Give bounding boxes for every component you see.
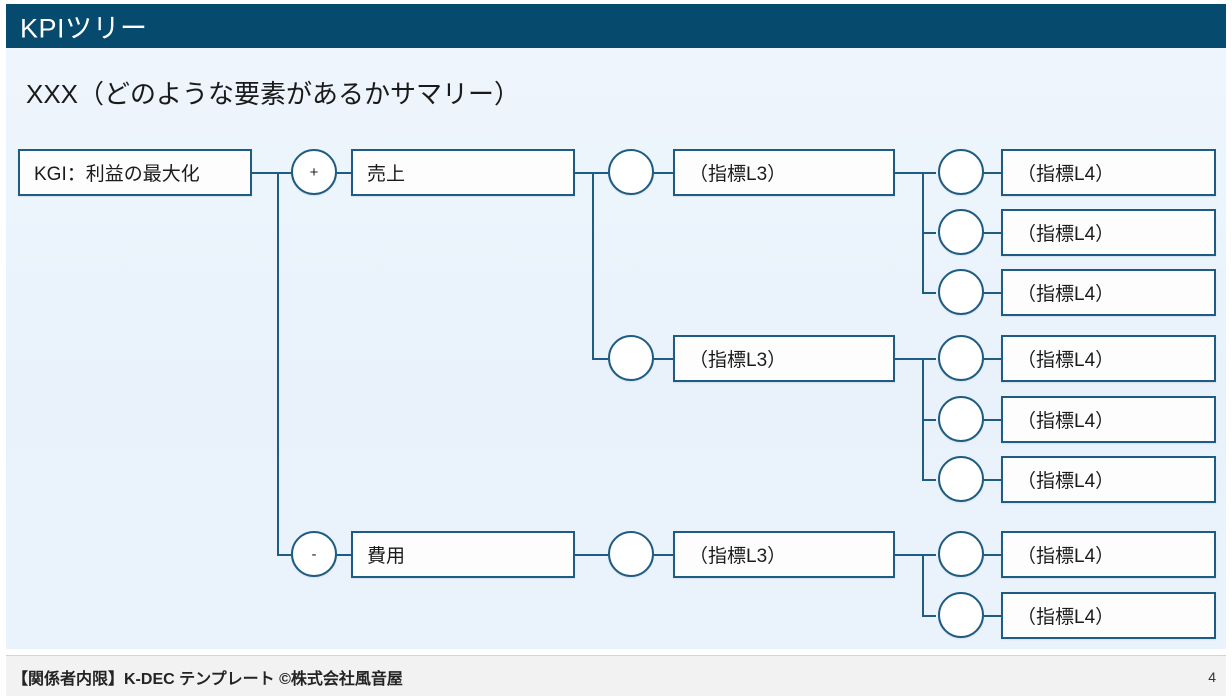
connector-l3-1-right bbox=[894, 172, 924, 174]
node-level4-5-label: （指標L4） bbox=[1017, 411, 1115, 432]
connector-kgi-right bbox=[251, 172, 279, 174]
connector-l4-8-in bbox=[984, 615, 1002, 617]
connector-trunk-to-plus bbox=[277, 172, 291, 174]
connector-l4-6-in bbox=[984, 479, 1002, 481]
node-level3-3-label: （指標L3） bbox=[689, 546, 787, 567]
slide-edge-right bbox=[1226, 0, 1232, 696]
junction-circle-l4-4[interactable] bbox=[938, 335, 984, 381]
node-level4-5[interactable]: （指標L4） bbox=[1001, 396, 1216, 443]
node-level2-hiyou-label: 費用 bbox=[367, 546, 406, 567]
slide-footer: 【関係者内限】K-DEC テンプレート ©株式会社風音屋 4 bbox=[0, 655, 1232, 696]
junction-circle-l4-6[interactable] bbox=[938, 456, 984, 502]
node-level2-uriage[interactable]: 売上 bbox=[351, 149, 575, 196]
connector-l3-1-branch-2 bbox=[922, 232, 936, 234]
connector-l3-2-branch-2 bbox=[922, 419, 936, 421]
slide-title-bar: KPIツリー bbox=[6, 4, 1226, 48]
connector-hiyou-right bbox=[574, 554, 608, 556]
connector-l3-3-branch-1 bbox=[922, 554, 936, 556]
node-level3-1[interactable]: （指標L3） bbox=[673, 149, 895, 196]
connector-l3-1-branch-3 bbox=[922, 292, 936, 294]
connector-circle-to-l3-3 bbox=[654, 554, 674, 556]
connector-l3-1-branch-1 bbox=[922, 172, 936, 174]
node-level4-8[interactable]: （指標L4） bbox=[1001, 592, 1216, 639]
node-level3-3[interactable]: （指標L3） bbox=[673, 531, 895, 578]
node-level4-4[interactable]: （指標L4） bbox=[1001, 335, 1216, 382]
node-level3-2[interactable]: （指標L3） bbox=[673, 335, 895, 382]
connector-trunk-to-minus bbox=[277, 554, 291, 556]
operator-minus-circle[interactable]: - bbox=[291, 531, 337, 577]
connector-l4-7-in bbox=[984, 554, 1002, 556]
node-level3-2-label: （指標L3） bbox=[689, 350, 787, 371]
connector-l4-4-in bbox=[984, 358, 1002, 360]
junction-circle-l3-2[interactable] bbox=[608, 335, 654, 381]
node-level4-2-label: （指標L4） bbox=[1017, 224, 1115, 245]
node-level4-1-label: （指標L4） bbox=[1017, 164, 1115, 185]
connector-plus-to-uriage bbox=[337, 172, 351, 174]
slide-subtitle: XXX（どのような要素があるかサマリー） bbox=[26, 79, 521, 109]
node-kgi-label: KGI：利益の最大化 bbox=[34, 164, 200, 185]
node-level4-6[interactable]: （指標L4） bbox=[1001, 456, 1216, 503]
connector-uriage-trunk bbox=[592, 172, 594, 360]
node-level4-4-label: （指標L4） bbox=[1017, 350, 1115, 371]
connector-l3-3-branch-2 bbox=[922, 615, 936, 617]
connector-circle-to-l3-1 bbox=[654, 172, 674, 174]
page-title: KPIツリー bbox=[20, 13, 148, 44]
connector-uriage-branch-2 bbox=[592, 358, 608, 360]
connector-l4-1-in bbox=[984, 172, 1002, 174]
connector-l4-5-in bbox=[984, 419, 1002, 421]
node-kgi[interactable]: KGI：利益の最大化 bbox=[18, 149, 252, 196]
operator-plus-circle[interactable]: + bbox=[291, 149, 337, 195]
node-level4-3-label: （指標L4） bbox=[1017, 284, 1115, 305]
connector-root-trunk bbox=[277, 172, 279, 555]
connector-l3-2-branch-1 bbox=[922, 358, 936, 360]
junction-circle-l4-7[interactable] bbox=[938, 531, 984, 577]
junction-circle-l3-1[interactable] bbox=[608, 149, 654, 195]
junction-circle-l4-5[interactable] bbox=[938, 396, 984, 442]
connector-l4-2-in bbox=[984, 232, 1002, 234]
connector-l3-3-trunk bbox=[922, 554, 924, 616]
page-number: 4 bbox=[1208, 668, 1216, 685]
junction-circle-l3-3[interactable] bbox=[608, 531, 654, 577]
slide-edge-top bbox=[0, 0, 1232, 4]
connector-l3-2-branch-3 bbox=[922, 479, 936, 481]
operator-minus-symbol: - bbox=[311, 545, 317, 563]
node-level3-1-label: （指標L3） bbox=[689, 164, 787, 185]
junction-circle-l4-2[interactable] bbox=[938, 209, 984, 255]
connector-uriage-branch-1 bbox=[592, 172, 608, 174]
slide-canvas: XXX（どのような要素があるかサマリー） bbox=[6, 48, 1226, 649]
junction-circle-l4-8[interactable] bbox=[938, 592, 984, 638]
connector-l3-3-right bbox=[894, 554, 924, 556]
node-level2-hiyou[interactable]: 費用 bbox=[351, 531, 575, 578]
node-level4-3[interactable]: （指標L4） bbox=[1001, 269, 1216, 316]
junction-circle-l4-1[interactable] bbox=[938, 149, 984, 195]
connector-circle-to-l3-2 bbox=[654, 358, 674, 360]
connector-l3-2-right bbox=[894, 358, 924, 360]
footer-text: 【関係者内限】K-DEC テンプレート ©株式会社風音屋 bbox=[12, 670, 403, 688]
connector-uriage-right bbox=[574, 172, 594, 174]
node-level4-1[interactable]: （指標L4） bbox=[1001, 149, 1216, 196]
node-level4-6-label: （指標L4） bbox=[1017, 471, 1115, 492]
connector-l4-3-in bbox=[984, 292, 1002, 294]
node-level4-8-label: （指標L4） bbox=[1017, 607, 1115, 628]
connector-minus-to-hiyou bbox=[337, 554, 351, 556]
node-level4-7-label: （指標L4） bbox=[1017, 546, 1115, 567]
node-level2-uriage-label: 売上 bbox=[367, 164, 406, 185]
slide-edge-left bbox=[0, 0, 6, 696]
junction-circle-l4-3[interactable] bbox=[938, 269, 984, 315]
operator-plus-symbol: + bbox=[309, 163, 319, 181]
node-level4-7[interactable]: （指標L4） bbox=[1001, 531, 1216, 578]
kpi-tree-diagram: KGI：利益の最大化 + - 売上 費用 （指標L3） （指標L3） bbox=[6, 48, 1226, 649]
node-level4-2[interactable]: （指標L4） bbox=[1001, 209, 1216, 256]
